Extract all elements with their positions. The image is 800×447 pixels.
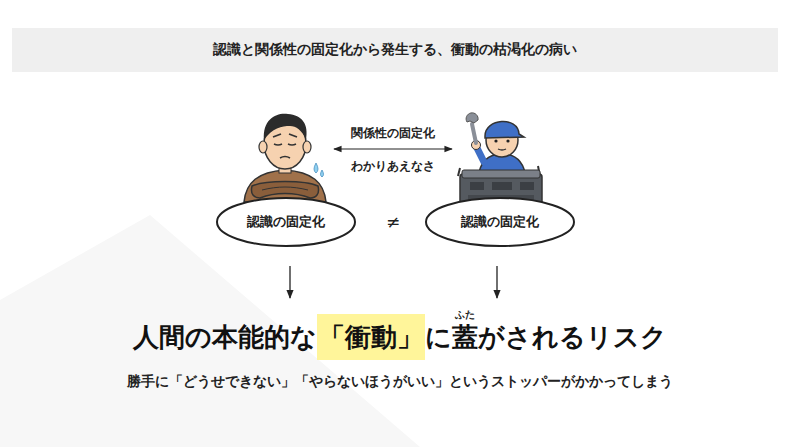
ellipse-shape xyxy=(217,198,355,246)
down-arrow xyxy=(496,266,497,298)
highlight-text: 「衝動」 xyxy=(317,314,425,360)
down-arrow xyxy=(289,266,290,298)
mechanic-figure xyxy=(458,113,542,206)
title-band: 認識と関係性の固定化から発生する、衝動の枯渇化の病い xyxy=(12,28,778,72)
not-equal-sign: ≠ xyxy=(386,212,400,232)
note-label: 勝手に「どうせできない」「やらないほうがいい」というストッパーがかかってしまう xyxy=(127,373,673,391)
title: 認識と関係性の固定化から発生する、衝動の枯渇化の病い xyxy=(213,41,577,59)
ellipse-shape xyxy=(426,198,574,246)
note-label: 関係性の固定化 xyxy=(351,125,435,142)
headline-text: に蓋がされるリスク xyxy=(425,320,667,354)
ellipse-node: 認識の固定化 xyxy=(216,197,356,247)
note-label: わかりあえなさ xyxy=(351,158,435,175)
node-label: 認識の固定化 xyxy=(216,197,356,247)
node-label: 認識の固定化 xyxy=(425,197,575,247)
headline-text: 人間の本能的な xyxy=(133,320,317,354)
relation-arrow xyxy=(334,148,452,149)
troubled-man-figure xyxy=(244,114,326,202)
headline: 人間の本能的な「衝動」に蓋がされるリスク xyxy=(0,314,800,360)
ruby-text: ふた xyxy=(455,308,475,322)
ellipse-node: 認識の固定化 xyxy=(425,197,575,247)
